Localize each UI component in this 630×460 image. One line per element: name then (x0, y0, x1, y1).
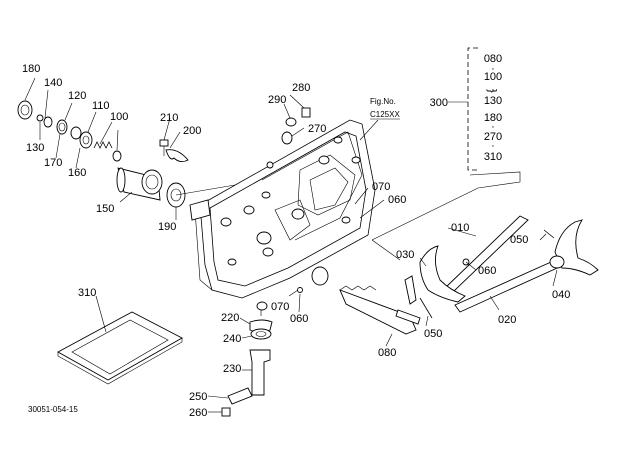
callout-160: 160 (68, 167, 86, 179)
callout-270: 270 (308, 123, 326, 135)
part-230-shaft (249, 349, 271, 396)
callout-070-lower: 070 (271, 301, 289, 313)
kit-bracket: 300 080 · 100 · 130 } 180 · 270 · 310 (430, 47, 502, 171)
callout-300: 300 (430, 97, 448, 109)
callout-040: 040 (552, 289, 570, 301)
callout-290: 290 (268, 94, 286, 106)
callout-200: 200 (183, 125, 201, 137)
callout-labels: 180 140 120 110 100 130 170 160 150 190 … (22, 63, 570, 419)
kit-item-180: 180 (484, 112, 502, 124)
part-260-bolt (221, 407, 231, 417)
kit-sep-5: · (491, 140, 495, 152)
drawing-code: 30051-054-15 (28, 405, 78, 414)
callout-150: 150 (96, 203, 114, 215)
part-030-fork (419, 245, 466, 303)
shift-rod-assembly (297, 171, 599, 335)
kit-item-310: 310 (484, 151, 502, 163)
input-shaft-assembly (17, 100, 236, 221)
kit-item-080: 080 (484, 53, 502, 65)
part-280-plug (301, 107, 311, 118)
callout-100: 100 (110, 111, 128, 123)
callout-120: 120 (68, 90, 86, 102)
callout-260: 260 (189, 407, 207, 419)
callout-010: 010 (451, 222, 469, 234)
part-240-washer (250, 328, 272, 340)
callout-050-right: 050 (510, 234, 528, 246)
callout-020: 020 (498, 314, 516, 326)
callout-030: 030 (396, 249, 414, 261)
part-180-seal (17, 100, 33, 120)
callout-080: 080 (378, 347, 396, 359)
lower-lever-assembly (221, 301, 273, 417)
callout-170: 170 (44, 157, 62, 169)
callout-250: 250 (189, 391, 207, 403)
callout-230: 230 (223, 363, 241, 375)
kit-item-270: 270 (484, 131, 502, 143)
manual-310 (57, 311, 183, 385)
callout-210: 210 (160, 112, 178, 124)
callout-050-mid: 050 (424, 328, 442, 340)
fig-ref-number: C125XX (370, 110, 400, 119)
transmission-case (194, 119, 376, 299)
callout-070-top: 070 (372, 181, 390, 193)
callout-140: 140 (44, 77, 62, 89)
kit-sep-4: · (491, 121, 495, 133)
kit-sep-2: · (491, 84, 495, 96)
kit-sep-1: · (491, 63, 495, 75)
kit-sep-3: } (486, 89, 498, 93)
callout-240: 240 (223, 333, 241, 345)
callout-280: 280 (292, 82, 310, 94)
callout-060-top: 060 (388, 194, 406, 206)
fig-ref-label: Fig.No. (370, 97, 396, 106)
leader-lines (24, 77, 558, 413)
callout-310: 310 (78, 287, 96, 299)
callout-220: 220 (221, 312, 239, 324)
callout-060-mid: 060 (478, 265, 496, 277)
callout-060-lower: 060 (290, 313, 308, 325)
kit-item-100: 100 (484, 71, 502, 83)
part-250-arm (227, 387, 253, 405)
top-plug-group (281, 107, 311, 145)
kit-item-130: 130 (484, 95, 502, 107)
figure-reference: Fig.No. C125XX (359, 97, 400, 141)
callout-190: 190 (158, 221, 176, 233)
callout-180: 180 (22, 63, 40, 75)
part-040-fork (554, 219, 599, 276)
callout-130: 130 (26, 142, 44, 154)
callout-110: 110 (92, 100, 110, 112)
